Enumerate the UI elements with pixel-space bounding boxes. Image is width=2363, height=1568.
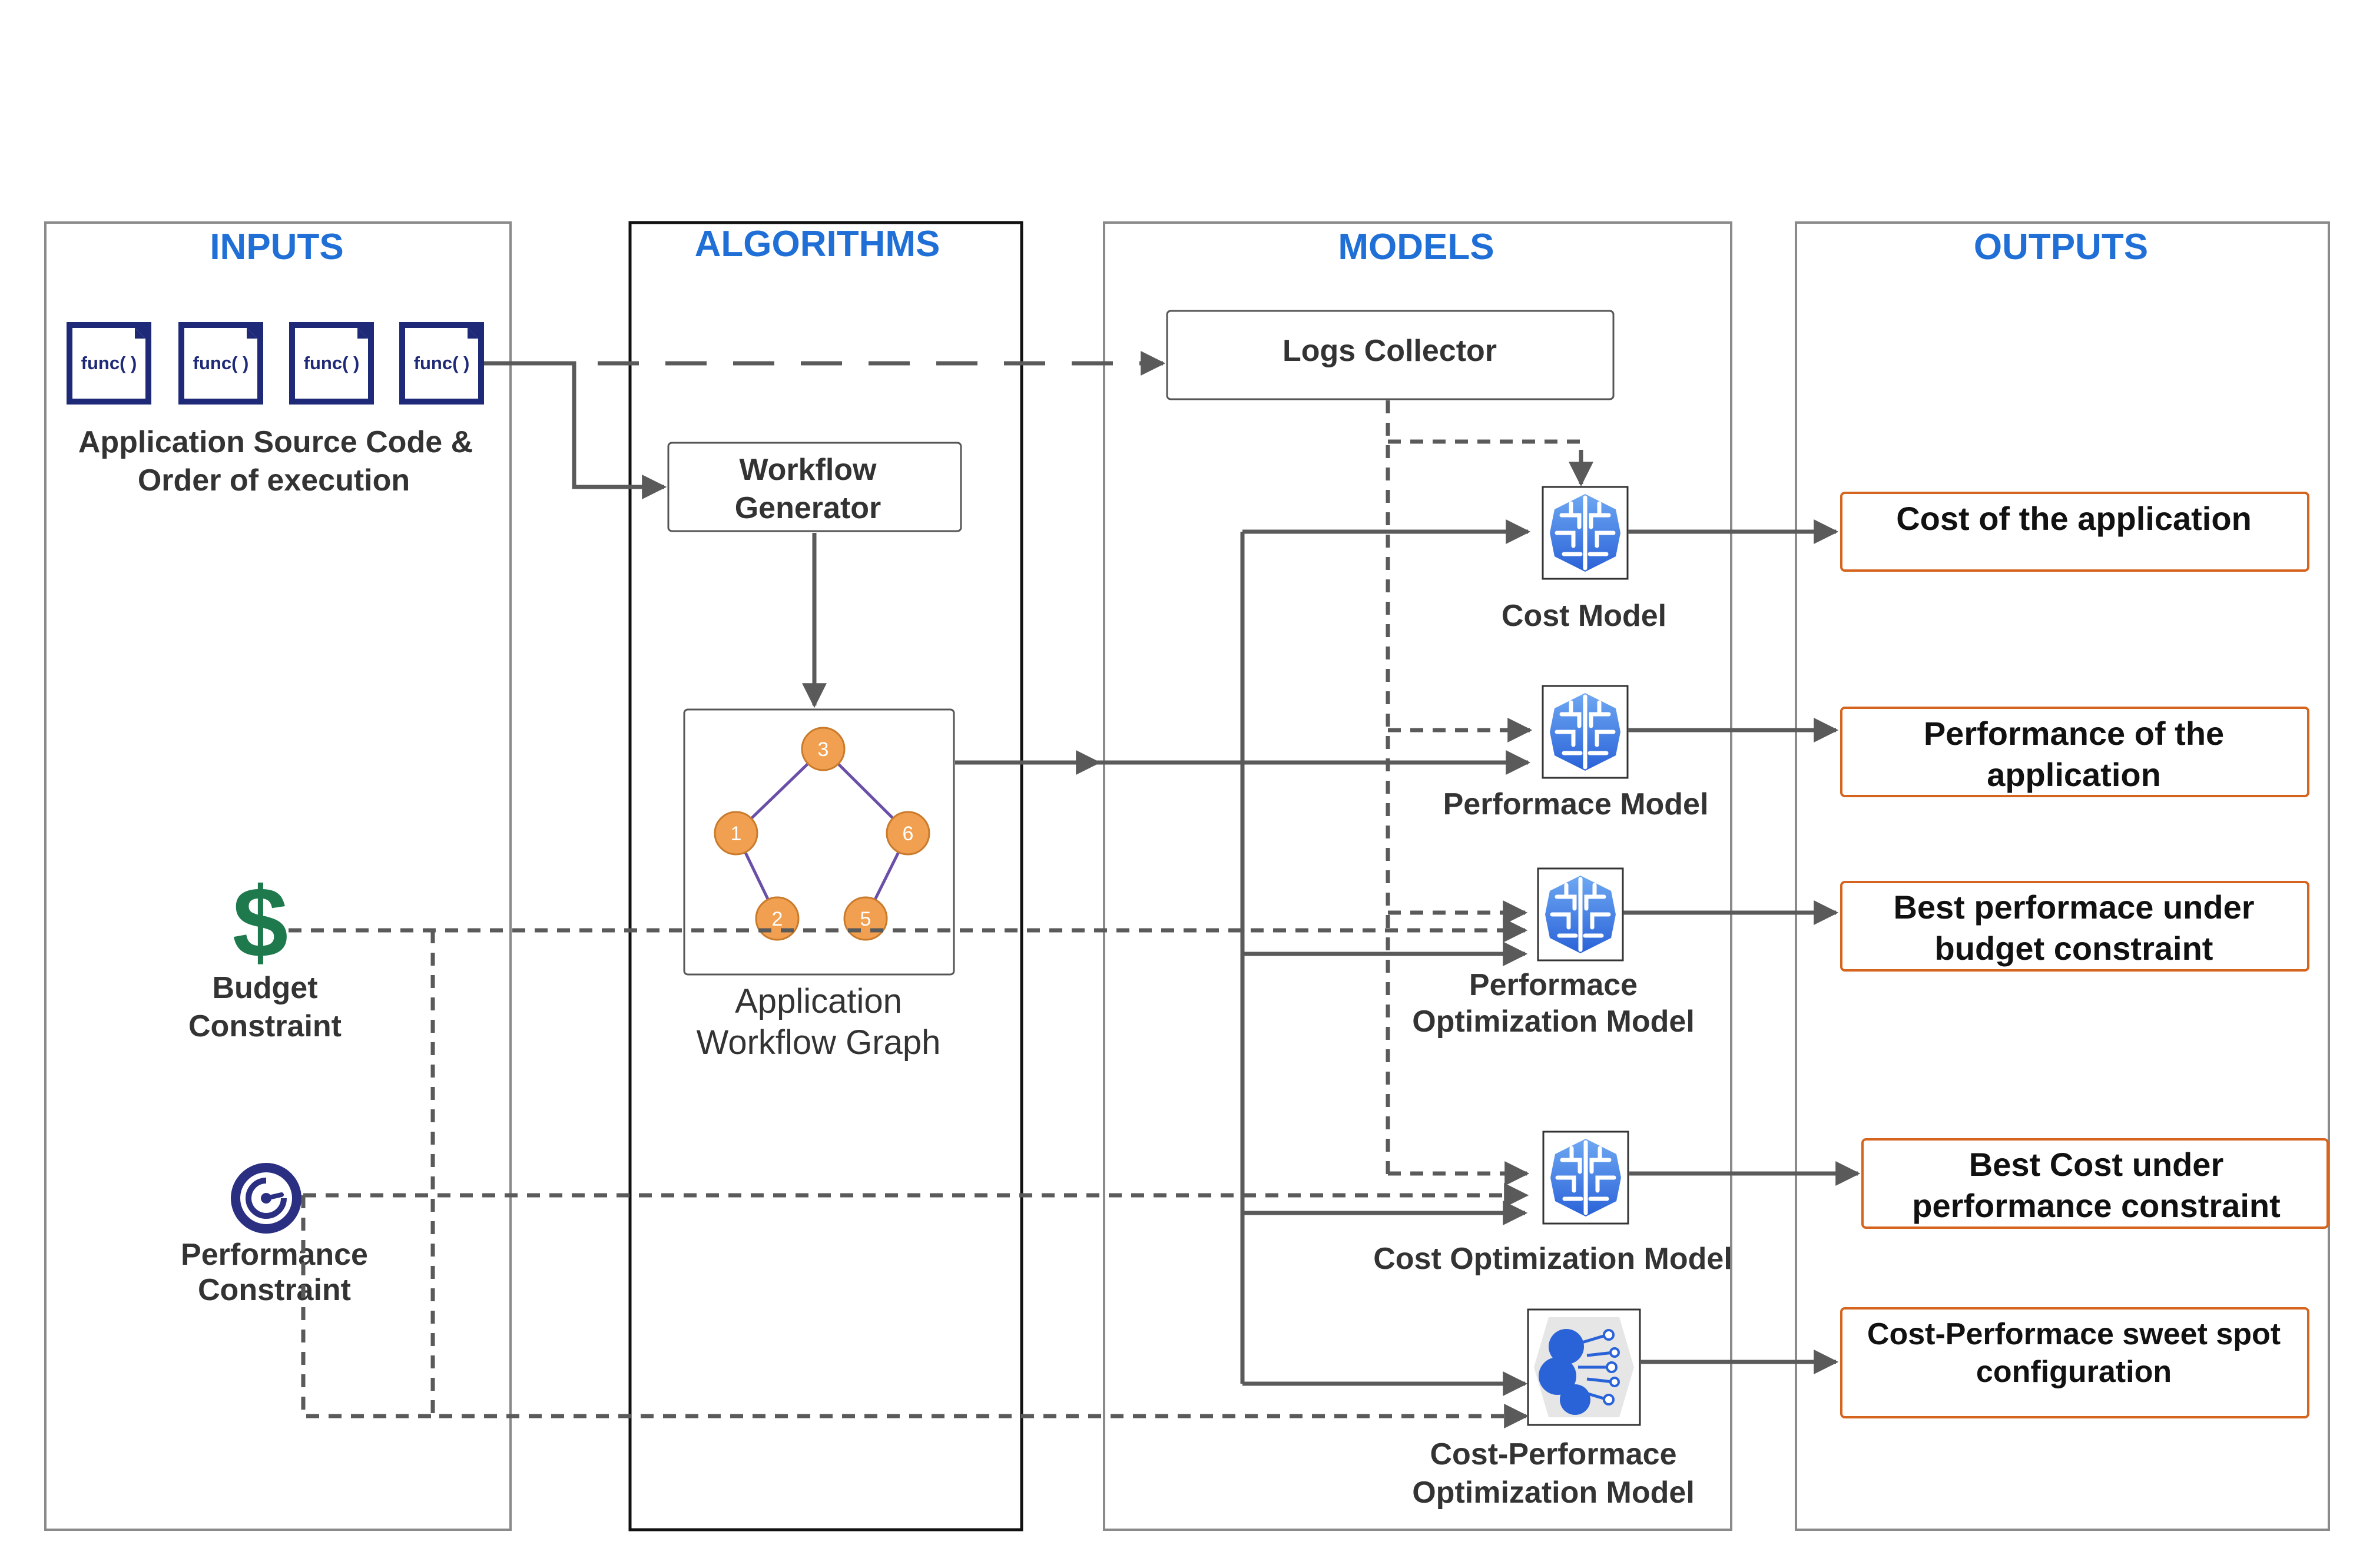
budget-label-1: Budget (212, 971, 317, 1005)
models-header: MODELS (1338, 227, 1494, 267)
workflow-generator-box (667, 442, 962, 532)
func-doc-icon-1: func( ) (67, 322, 151, 405)
cost-perf-model-label-1: Cost-Performace (1430, 1437, 1676, 1471)
cost-model-label: Cost Model (1502, 599, 1666, 633)
output-best-cost-box (1861, 1138, 2329, 1229)
cost-model-brain-icon (1543, 487, 1628, 579)
svg-text:func( ): func( ) (193, 353, 249, 373)
output-best-performance-label-1: Best performace under (1893, 889, 2254, 926)
output-best-performance-label-2: budget constraint (1935, 930, 2213, 967)
arrow-budget-to-cost-perf (430, 930, 1529, 1428)
budget-label-2: Constraint (188, 1009, 342, 1043)
perf-constraint-to-cost-perf-line (301, 1195, 433, 1418)
workflow-generator-label-1: Workflow (739, 453, 877, 487)
logs-collector-label: Logs Collector (1282, 334, 1497, 368)
workflow-graph-label-2: Workflow Graph (697, 1023, 941, 1062)
cost-perf-model-label-2: Optimization Model (1412, 1476, 1695, 1510)
cost-perf-ai-icon (1527, 1308, 1641, 1426)
inputs-header: INPUTS (210, 227, 343, 267)
outputs-panel (1795, 221, 2330, 1531)
output-best-performance-box (1840, 881, 2309, 972)
perf-opt-model-label-1: Performace (1469, 968, 1638, 1002)
logs-collector-box (1166, 310, 1615, 400)
func-doc-icon-3: func( ) (289, 322, 374, 405)
graph-node-3: 3 (801, 727, 846, 771)
arrow-logs-to-cost-model (1388, 439, 1593, 487)
performance-model-label: Performace Model (1443, 787, 1709, 821)
perf-opt-model-brain-icon (1538, 868, 1623, 960)
source-code-label-1: Application Source Code & (78, 425, 473, 459)
svg-text:func( ): func( ) (304, 353, 360, 373)
output-performance-box (1840, 707, 2309, 797)
graph-node-1: 1 (714, 811, 758, 856)
inputs-panel (44, 221, 512, 1531)
output-performance-label-2: application (1987, 756, 2161, 793)
svg-text:func( ): func( ) (81, 353, 137, 373)
func-doc-icon-2: func( ) (178, 322, 263, 405)
output-sweet-spot-label-2: configuration (1976, 1355, 2172, 1389)
svg-text:$: $ (233, 867, 289, 979)
svg-text:3: 3 (818, 738, 829, 761)
svg-text:func( ): func( ) (414, 353, 470, 373)
models-panel (1103, 221, 1732, 1531)
gauge-icon (231, 1163, 301, 1234)
graph-node-2: 2 (755, 896, 800, 941)
output-best-cost-label-1: Best Cost under (1969, 1146, 2224, 1183)
performance-constraint-label-2: Constraint (198, 1273, 351, 1307)
graph-node-6: 6 (886, 811, 930, 856)
svg-text:6: 6 (903, 823, 914, 845)
output-cost-box (1840, 492, 2309, 572)
source-code-label-2: Order of execution (138, 463, 410, 498)
performance-model-brain-icon (1543, 686, 1628, 778)
svg-text:2: 2 (772, 908, 783, 930)
cost-opt-model-brain-icon (1543, 1132, 1628, 1224)
performance-constraint-label-1: Performance (181, 1238, 368, 1272)
output-sweet-spot-label-1: Cost-Performace sweet spot (1867, 1317, 2281, 1351)
outputs-header: OUTPUTS (1974, 227, 2148, 267)
arrow-source-to-generator (484, 361, 667, 499)
func-doc-icon-4: func( ) (399, 322, 484, 405)
workflow-generator-label-2: Generator (735, 491, 881, 525)
dollar-icon: $ (233, 867, 289, 979)
workflow-graph-box (683, 708, 955, 976)
output-sweet-spot-box (1840, 1307, 2309, 1418)
svg-text:5: 5 (860, 908, 871, 930)
svg-text:1: 1 (731, 823, 742, 845)
perf-opt-model-label-2: Optimization Model (1412, 1005, 1695, 1039)
algorithms-panel (628, 221, 1023, 1531)
graph-node-5: 5 (843, 896, 888, 941)
cost-opt-model-label: Cost Optimization Model (1373, 1242, 1732, 1276)
output-cost-label: Cost of the application (1896, 500, 2252, 537)
output-performance-label-1: Performance of the (1924, 715, 2224, 752)
algorithms-header: ALGORITHMS (695, 224, 940, 264)
output-best-cost-label-2: performance constraint (1912, 1187, 2281, 1224)
workflow-graph-label-1: Application (735, 982, 902, 1020)
